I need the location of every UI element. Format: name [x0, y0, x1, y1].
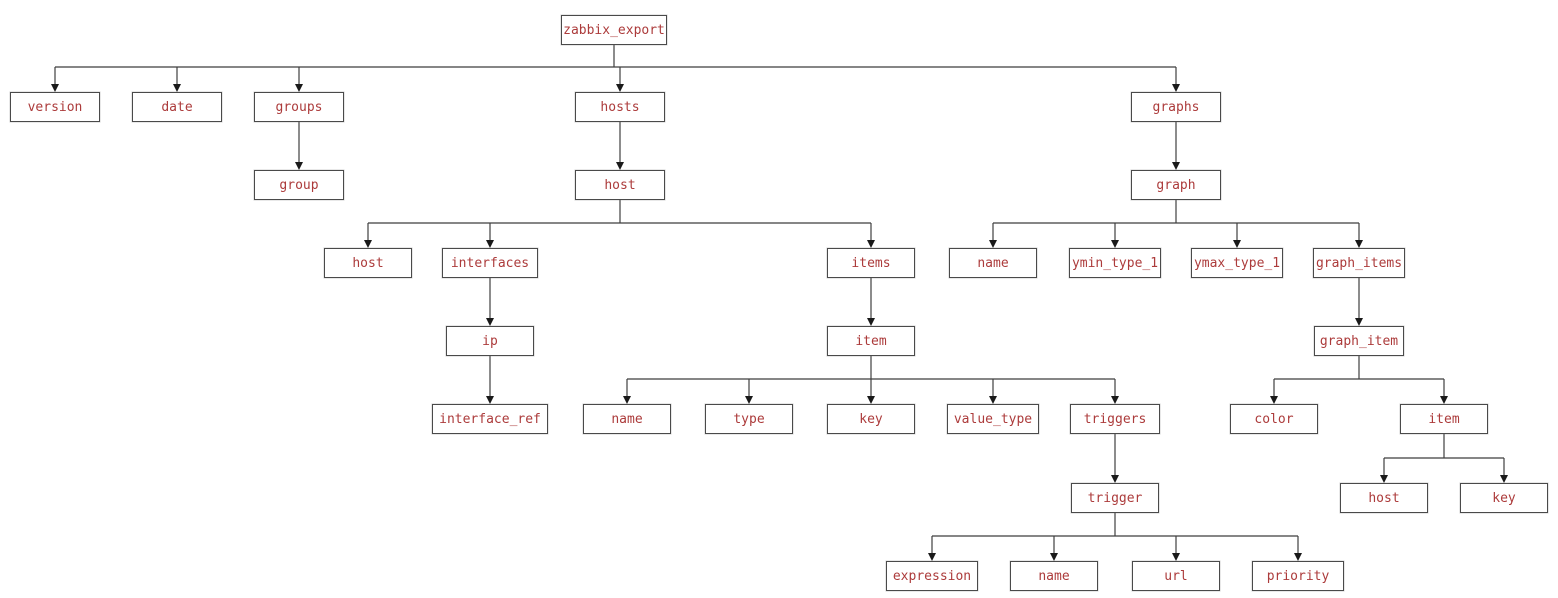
node-host_hh: host [324, 248, 412, 278]
arrowhead-icon [486, 396, 494, 404]
arrowhead-icon [1111, 475, 1119, 483]
node-trigger: trigger [1071, 483, 1159, 513]
node-item_i: item [827, 326, 915, 356]
node-graphs: graphs [1131, 92, 1221, 122]
node-items: items [827, 248, 915, 278]
arrowhead-icon [616, 84, 624, 92]
arrowhead-icon [1294, 553, 1302, 561]
node-color: color [1230, 404, 1318, 434]
node-host_h: host [575, 170, 665, 200]
arrowhead-icon [616, 162, 624, 170]
arrowhead-icon [173, 84, 181, 92]
arrowhead-icon [1500, 475, 1508, 483]
arrowhead-icon [364, 240, 372, 248]
node-interface_ref: interface_ref [432, 404, 548, 434]
arrowhead-icon [295, 162, 303, 170]
node-date: date [132, 92, 222, 122]
node-type: type [705, 404, 793, 434]
node-groups: groups [254, 92, 344, 122]
arrowhead-icon [867, 318, 875, 326]
arrowhead-icon [1270, 396, 1278, 404]
arrowhead-icon [1172, 84, 1180, 92]
node-name_g: name [949, 248, 1037, 278]
node-hosts: hosts [575, 92, 665, 122]
arrowhead-icon [1172, 553, 1180, 561]
node-interfaces: interfaces [442, 248, 538, 278]
arrowhead-icon [1440, 396, 1448, 404]
arrowhead-icon [486, 240, 494, 248]
arrowhead-icon [1172, 162, 1180, 170]
node-version: version [10, 92, 100, 122]
arrowhead-icon [1111, 240, 1119, 248]
arrowhead-icon [1355, 318, 1363, 326]
arrowhead-icon [867, 240, 875, 248]
arrowhead-icon [486, 318, 494, 326]
arrowhead-icon [867, 396, 875, 404]
arrowhead-icon [928, 553, 936, 561]
node-triggers: triggers [1070, 404, 1160, 434]
node-graph_item: graph_item [1314, 326, 1404, 356]
node-priority: priority [1252, 561, 1344, 591]
node-group: group [254, 170, 344, 200]
node-graph_g: graph [1131, 170, 1221, 200]
arrowhead-icon [745, 396, 753, 404]
node-host_gi: host [1340, 483, 1428, 513]
node-graph_items: graph_items [1313, 248, 1405, 278]
arrowhead-icon [989, 240, 997, 248]
node-ip: ip [446, 326, 534, 356]
arrowhead-icon [1233, 240, 1241, 248]
arrowhead-icon [1380, 475, 1388, 483]
node-key_i: key [827, 404, 915, 434]
arrowhead-icon [1111, 396, 1119, 404]
node-item_gi: item [1400, 404, 1488, 434]
node-value_type: value_type [947, 404, 1039, 434]
node-name_t: name [1010, 561, 1098, 591]
node-expression: expression [886, 561, 978, 591]
node-name_i: name [583, 404, 671, 434]
arrowhead-icon [623, 396, 631, 404]
arrowhead-icon [51, 84, 59, 92]
node-ymin_type_1: ymin_type_1 [1069, 248, 1161, 278]
node-ymax_type_1: ymax_type_1 [1191, 248, 1283, 278]
arrowhead-icon [989, 396, 997, 404]
node-ze: zabbix_export [561, 15, 667, 45]
node-url: url [1132, 561, 1220, 591]
arrowhead-icon [295, 84, 303, 92]
node-key_gi: key [1460, 483, 1548, 513]
arrowhead-icon [1050, 553, 1058, 561]
arrowhead-icon [1355, 240, 1363, 248]
